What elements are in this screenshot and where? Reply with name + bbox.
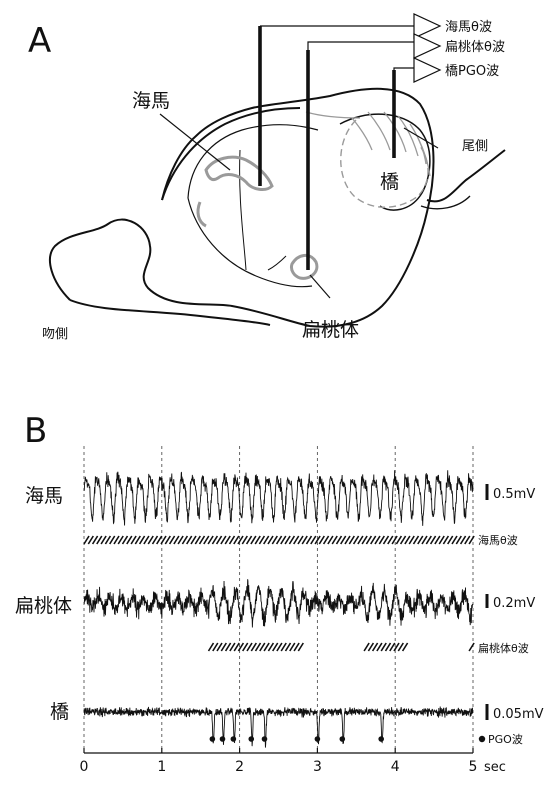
label-pons: 橋 — [380, 171, 399, 193]
pgo-event-dot-0 — [210, 736, 216, 742]
trace-name-amygdala: 扁桃体 — [15, 595, 72, 617]
x-axis-ticks: 0 1 2 3 4 5 — [80, 748, 478, 775]
amplifier-amygdala — [414, 34, 440, 58]
trace-name-pons: 橋 — [50, 701, 69, 723]
annotation-hippocampus-theta: 海馬θ波 — [478, 533, 518, 547]
scale-label-amygdala: 0.2mV — [493, 596, 535, 611]
hippocampus-theta-bar — [84, 536, 474, 544]
amp-label-hippocampus: 海馬θ波 — [445, 20, 492, 35]
x-tick-label-4: 4 — [391, 759, 400, 775]
pgo-event-dot-6 — [339, 736, 345, 742]
trace-pons — [84, 707, 473, 748]
cerebellum-folia — [306, 112, 430, 176]
x-tick-label-2: 2 — [235, 759, 244, 775]
pgo-event-dot-3 — [248, 736, 254, 742]
label-rostral: 吻側 — [42, 327, 68, 342]
x-tick-label-0: 0 — [80, 759, 89, 775]
pgo-legend-dot — [479, 736, 485, 742]
x-axis-unit: sec — [484, 760, 506, 775]
label-leaders — [160, 114, 438, 298]
trace-name-hippocampus: 海馬 — [25, 485, 63, 507]
pgo-event-dot-1 — [220, 736, 226, 742]
amygdala-theta-bar-1 — [364, 643, 408, 651]
pgo-event-dot-2 — [231, 736, 237, 742]
amplifiers — [414, 14, 440, 82]
electrode-wires — [260, 26, 414, 70]
amp-label-amygdala: 扁桃体θ波 — [445, 40, 505, 55]
amplifier-pons — [414, 58, 440, 82]
electrodes — [260, 26, 394, 270]
amygdala-structure — [291, 255, 316, 278]
panel-a-label: A — [28, 21, 51, 61]
x-tick-label-5: 5 — [469, 759, 478, 775]
label-amygdala: 扁桃体 — [302, 319, 359, 341]
label-hippocampus: 海馬 — [132, 90, 170, 112]
amp-label-pons: 橋PGO波 — [445, 64, 499, 79]
annotation-amygdala-theta: 扁桃体θ波 — [478, 641, 529, 655]
amygdala-theta-bar-0 — [209, 643, 304, 651]
pgo-event-dot-7 — [378, 736, 384, 742]
label-caudal: 尾側 — [462, 139, 488, 154]
x-tick-label-3: 3 — [313, 759, 322, 775]
panel-b-label: B — [24, 411, 47, 451]
x-tick-label-1: 1 — [157, 759, 166, 775]
trace-hippocampus — [84, 470, 473, 526]
scale-label-pons: 0.05mV — [493, 707, 544, 722]
pgo-event-dot-4 — [262, 736, 268, 742]
eeg-traces — [84, 470, 473, 747]
trace-amygdala — [84, 579, 473, 627]
amplifier-hippocampus — [414, 14, 440, 38]
annotation-pgo: PGO波 — [488, 733, 523, 746]
scale-label-hippocampus: 0.5mV — [493, 487, 535, 502]
brain-outline — [50, 89, 505, 327]
pgo-event-dot-5 — [315, 736, 321, 742]
